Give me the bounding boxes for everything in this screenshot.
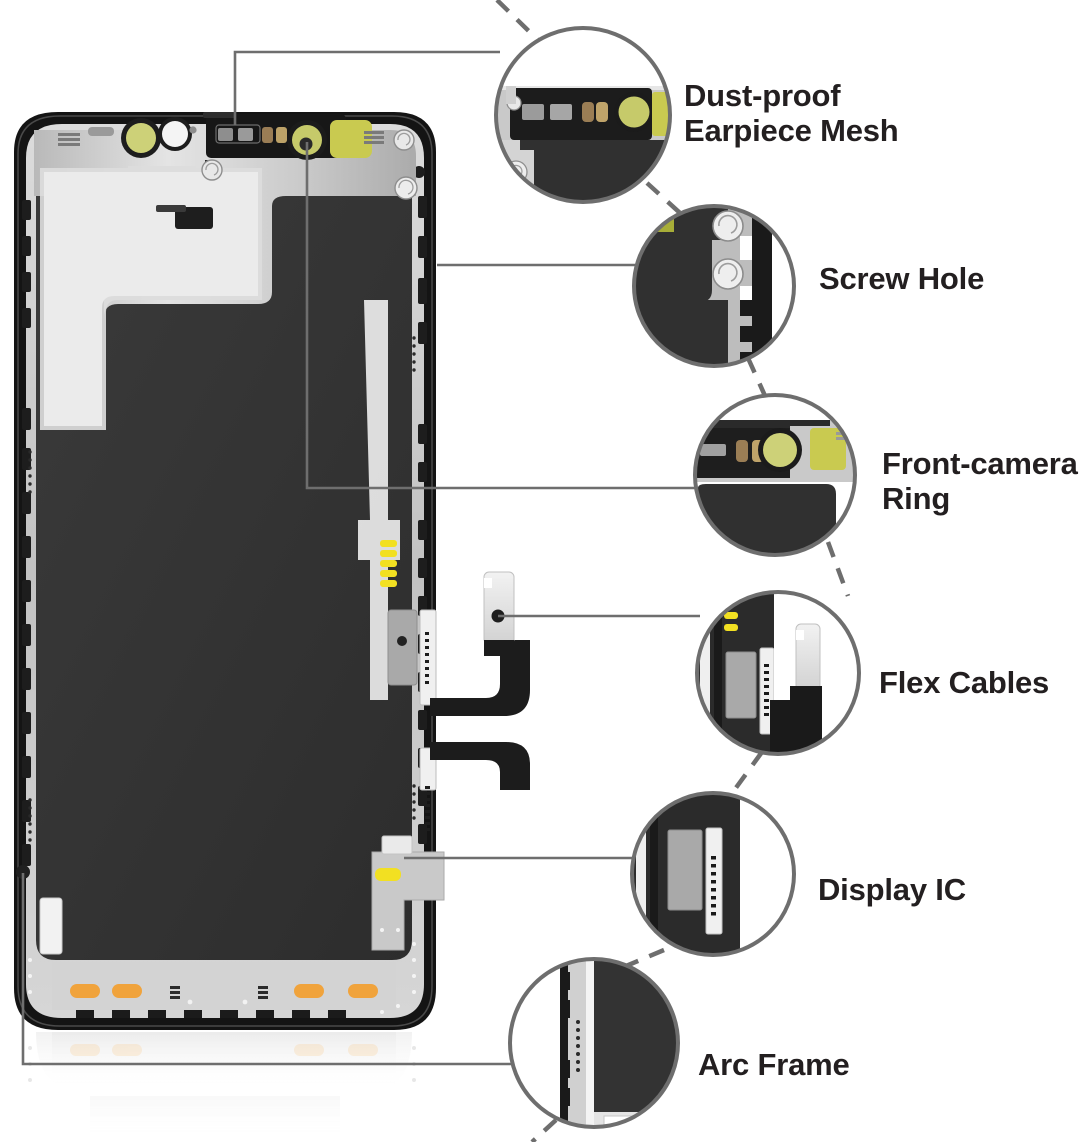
callout-label-front-camera-ring: Front-camera Ring xyxy=(882,446,1078,517)
dashed-connector-0 xyxy=(495,0,542,44)
dashed-connector-3 xyxy=(825,541,851,597)
phone-reflection xyxy=(28,1032,416,1142)
leader-front-camera-ring xyxy=(305,142,697,490)
bottom-yellow-pad xyxy=(375,868,401,881)
left-rail-notches xyxy=(22,200,31,866)
lower-bracket xyxy=(371,835,445,951)
bottom-strip xyxy=(52,962,396,1010)
olive-pad xyxy=(330,120,372,158)
dashed-connector-4 xyxy=(728,750,764,798)
bottom-comb-teeth xyxy=(76,1010,346,1018)
callout-circle-front-camera-ring xyxy=(693,393,857,557)
dust-proof-earpiece-mesh-part xyxy=(215,124,261,144)
leader-arc-frame xyxy=(21,873,512,1066)
left-rail-perforations xyxy=(28,450,32,842)
sensor-ring xyxy=(126,123,156,153)
callout-label-screw-hole: Screw Hole xyxy=(819,261,985,296)
callout-circle-display-ic xyxy=(630,791,796,957)
corner-perforations xyxy=(28,928,416,1014)
callout-label-arc-frame: Arc Frame xyxy=(698,1047,850,1082)
dashed-connector-6 xyxy=(530,1118,558,1142)
display-ic-part xyxy=(387,609,418,686)
bottom-contacts xyxy=(170,986,268,1005)
dashed-connector-5 xyxy=(625,947,665,969)
bezel-highlight xyxy=(17,115,433,1027)
shelf-mesh-marks xyxy=(58,127,384,229)
right-rail-perforations xyxy=(412,336,416,820)
bottom-adhesive-pads xyxy=(70,984,378,998)
callout-circle-dust-proof-earpiece-mesh xyxy=(494,26,672,204)
screw-hole-group xyxy=(189,126,418,200)
callout-circle-arc-frame xyxy=(508,957,680,1129)
callout-circle-screw-hole xyxy=(632,204,796,368)
callout-circle-flex-cables xyxy=(695,590,861,756)
backlight-sheet-inner xyxy=(44,172,258,426)
dashed-connector-1 xyxy=(645,181,682,215)
leader-dust-proof-earpiece-mesh xyxy=(233,50,500,125)
callout-label-flex-cables: Flex Cables xyxy=(879,665,1050,700)
dashed-connector-2 xyxy=(745,357,769,399)
flex-cables-part xyxy=(430,571,530,790)
yellow-contacts xyxy=(380,540,397,587)
flex-assembly xyxy=(380,540,437,831)
camera-hole xyxy=(162,121,188,147)
callout-label-display-ic: Display IC xyxy=(818,872,966,907)
callout-label-dust-proof-earpiece-mesh: Dust-proof Earpiece Mesh xyxy=(684,78,899,149)
display-ic-anchor-dot xyxy=(397,636,407,646)
display-panel xyxy=(36,196,412,960)
leader-lines xyxy=(21,50,700,1066)
lower-left-flex xyxy=(39,897,63,955)
notch-tab xyxy=(203,112,235,118)
notch-sensors xyxy=(205,127,287,165)
dashed-connectors xyxy=(495,0,851,1142)
panel-flex-strip xyxy=(358,300,400,700)
arc-frame-anchor-dot xyxy=(16,865,30,879)
phone-assembly xyxy=(14,112,530,1142)
